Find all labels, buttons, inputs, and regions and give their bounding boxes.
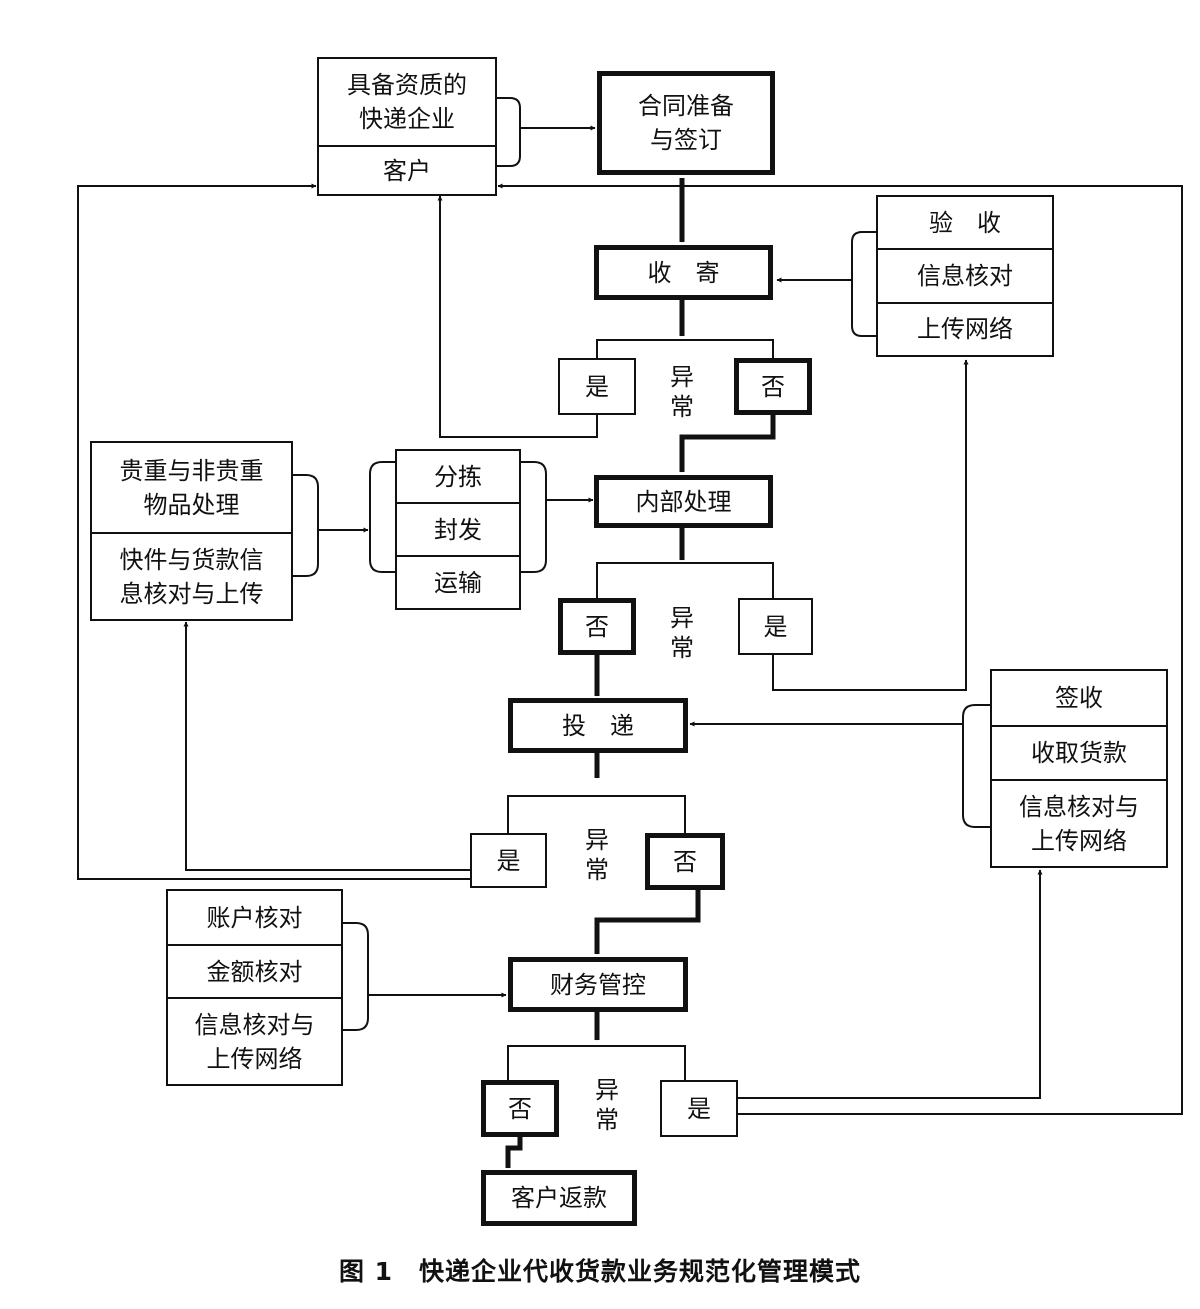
deliver-node: 投 递 (508, 698, 688, 753)
decision1-yes-return (437, 195, 598, 438)
collect-check-verify: 信息核对 (878, 248, 1052, 301)
decision1-no-forward (679, 415, 776, 473)
valuables-box: 贵重与非贵重 物品处理 快件与货款信 息核对与上传 (90, 441, 293, 621)
decision3-no-forward (594, 889, 701, 955)
decision1-yes: 是 (558, 358, 636, 415)
brace-deliver-checks (962, 704, 990, 828)
sort-step-sealing: 封发 (397, 502, 519, 555)
finance-node: 财务管控 (508, 957, 688, 1012)
figure-caption: 图 1 快递企业代收货款业务规范化管理模式 (338, 1257, 862, 1286)
sort-step-sorting: 分拣 (434, 462, 482, 491)
deliver-check-upload: 信息核对与 上传网络 (992, 779, 1166, 866)
finance-checks-box: 账户核对 金额核对 信息核对与 上传网络 (166, 889, 343, 1086)
deliver-check-collect-payment: 收取货款 (992, 725, 1166, 779)
decision4-no: 否 (481, 1080, 559, 1137)
decision1-no: 否 (734, 358, 812, 415)
sort-step-transport: 运输 (397, 555, 519, 608)
enterprise-node: 具备资质的 快递企业 (347, 71, 467, 133)
valuables-info-check: 快件与货款信 息核对与上传 (92, 532, 291, 619)
decision2-branch (596, 562, 774, 598)
decision3-yes: 是 (470, 833, 547, 888)
finance-check-amount: 金额核对 (168, 944, 341, 997)
deliver-check-sign: 签收 (1055, 684, 1103, 712)
decision4-yes-to-customer (497, 183, 1183, 1115)
collect-checks-box: 验 收 信息核对 上传网络 (876, 195, 1054, 357)
decision4-anomaly: 异 常 (595, 1076, 619, 1134)
decision1-anomaly: 异 常 (670, 363, 694, 421)
decision3-anomaly: 异 常 (585, 826, 609, 884)
decision3-no: 否 (645, 833, 725, 890)
decision4-yes: 是 (660, 1080, 738, 1137)
decision4-branch (507, 1045, 686, 1080)
decision2-yes: 是 (738, 598, 813, 655)
brace-sort-left (369, 461, 395, 573)
decision3-yes-to-valuables (183, 621, 470, 871)
deliver-checks-box: 签收 收取货款 信息核对与 上传网络 (990, 669, 1168, 868)
decision4-yes-to-checks (738, 869, 1043, 1099)
brace-sort-right (521, 461, 547, 573)
valuables-handling: 贵重与非贵重 物品处理 (119, 456, 264, 519)
contract-node: 合同准备 与签订 (597, 71, 775, 175)
brace-valuables (293, 474, 319, 577)
decision2-yes-return (772, 359, 969, 691)
decision1-branch (596, 339, 774, 358)
decision3-branch (507, 795, 686, 833)
decision2-no: 否 (558, 598, 636, 655)
brace-enterprise (497, 97, 521, 167)
collect-check-upload: 上传网络 (878, 301, 1052, 355)
internal-node: 内部处理 (594, 475, 773, 528)
finance-check-upload: 信息核对与 上传网络 (168, 997, 341, 1084)
decision3-yes-to-customer (77, 183, 470, 880)
sort-steps-box: 分拣 封发 运输 (395, 449, 521, 610)
brace-collect-checks (851, 231, 876, 337)
brace-finance-checks (343, 922, 369, 1031)
collect-node: 收 寄 (594, 245, 773, 300)
customer-node: 客户 (319, 145, 495, 194)
decision4-no-forward (505, 1136, 523, 1169)
finance-check-account: 账户核对 (206, 903, 303, 932)
decision2-anomaly: 异 常 (670, 604, 694, 662)
collect-check-inspect: 验 收 (929, 208, 1001, 237)
enterprise-customer-box: 具备资质的 快递企业 客户 (317, 57, 497, 196)
refund-node: 客户返款 (481, 1170, 637, 1226)
